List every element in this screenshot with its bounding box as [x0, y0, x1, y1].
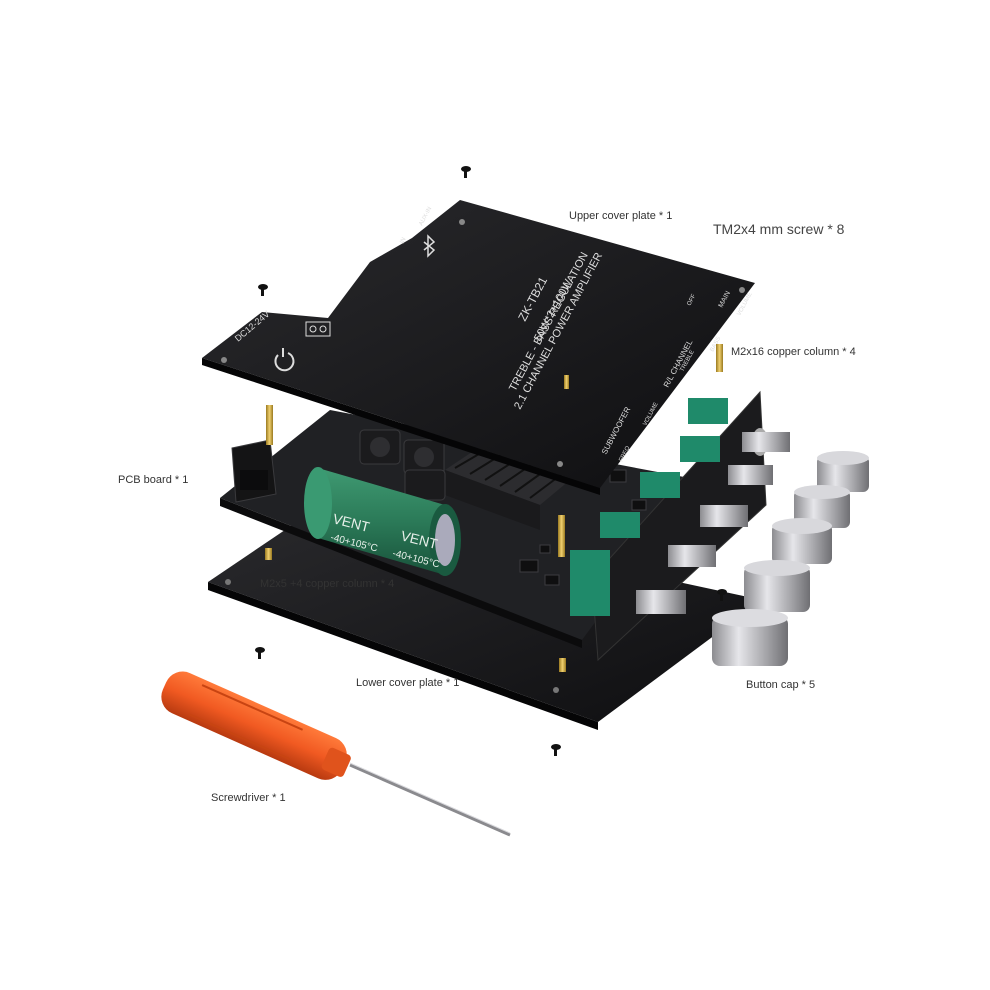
screw-1 [461, 166, 471, 178]
potentiometers [570, 398, 790, 616]
button-cap-5 [712, 609, 788, 666]
dc-power-jack [231, 439, 277, 503]
copper-columns-m2x5 [265, 548, 566, 672]
button-cap-3 [772, 518, 832, 564]
capacitor: VENT -40+105°C VENT -40+105°C [304, 467, 461, 576]
screwdriver [161, 671, 511, 837]
screws [255, 166, 727, 756]
copper-column-m2x16-label: M2x16 copper column * 4 [731, 346, 856, 358]
in-label: IN [399, 237, 407, 245]
screw-3 [717, 589, 727, 601]
pcb-board-label: PCB board * 1 [118, 474, 189, 486]
potentiometer-2 [680, 436, 773, 485]
upper-cover-plate-label: Upper cover plate * 1 [569, 210, 673, 222]
lower-cover-plate-label: Lower cover plate * 1 [356, 677, 460, 689]
inductors [359, 429, 446, 501]
button-cap-1 [817, 451, 869, 492]
lower-cover-plate [208, 505, 762, 730]
upper-cover-plate: ZK-TB21 50W*2+100W TREBLE - BASS REGULAT… [202, 200, 755, 495]
copper-columns-m2x16 [266, 344, 723, 557]
off-label: OFF [686, 293, 697, 307]
potentiometer-5 [570, 550, 686, 616]
screw-5 [551, 744, 561, 756]
copper-column-m2x5-label: M2x5 +4 copper column * 4 [260, 578, 395, 590]
screw-2 [258, 284, 268, 296]
potentiometer-1 [688, 398, 790, 456]
potentiometer-4 [600, 512, 716, 567]
button-cap-4 [744, 560, 810, 612]
bluetooth-icon [423, 234, 436, 258]
potentiometer-3 [640, 472, 748, 527]
smd-components [519, 469, 647, 586]
button-cap-label: Button cap * 5 [746, 679, 816, 691]
screw-4 [255, 647, 265, 659]
screw-label: TM2x4 mm screw * 8 [713, 221, 845, 237]
button-caps [712, 451, 869, 666]
power-icon [274, 348, 295, 372]
screwdriver-label: Screwdriver * 1 [211, 792, 286, 804]
ports-icon [305, 321, 331, 337]
